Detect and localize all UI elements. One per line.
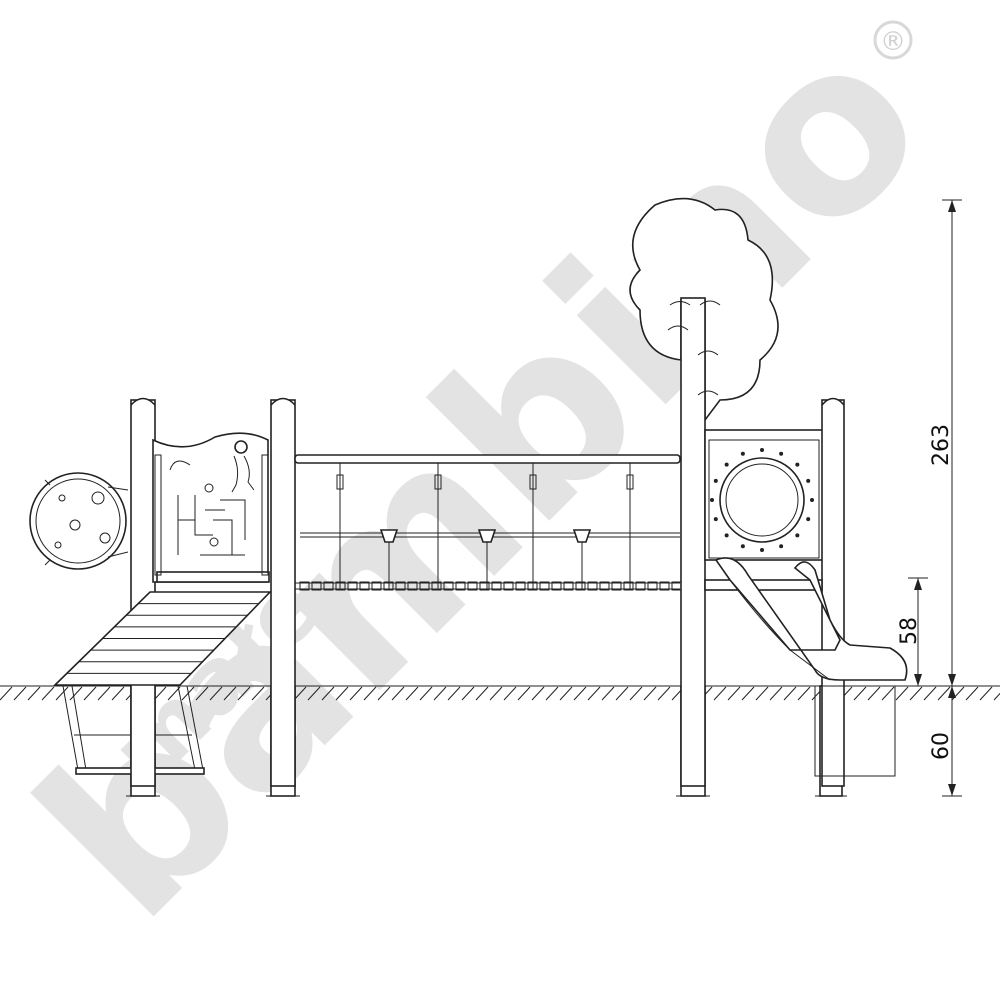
rope-bridge	[294, 454, 682, 591]
porthole-bolts	[710, 448, 814, 552]
spinner-wheel	[29, 472, 129, 570]
dimension-total-height: 263	[929, 424, 954, 466]
monkey-icon	[231, 440, 255, 493]
tree-canopy	[629, 197, 779, 423]
post-4	[821, 399, 845, 787]
bridge-deck	[295, 581, 682, 591]
maze-panel	[152, 432, 269, 583]
right-tower	[704, 397, 845, 787]
watermark-trademark: ®	[880, 27, 906, 57]
post-2	[270, 399, 296, 787]
post-3	[680, 297, 706, 787]
ramp	[53, 591, 272, 686]
bridge-handrail	[294, 454, 681, 464]
ramp-slats	[66, 603, 259, 674]
trademark-circle-icon	[873, 20, 913, 60]
dimension-platform-height: 58	[897, 617, 922, 645]
tree-tower	[629, 197, 779, 787]
dimension-foundation-depth: 60	[929, 732, 954, 760]
dimension-lines: 263 58 60	[897, 199, 985, 797]
slide	[714, 557, 908, 777]
porthole-window-icon	[719, 457, 805, 543]
